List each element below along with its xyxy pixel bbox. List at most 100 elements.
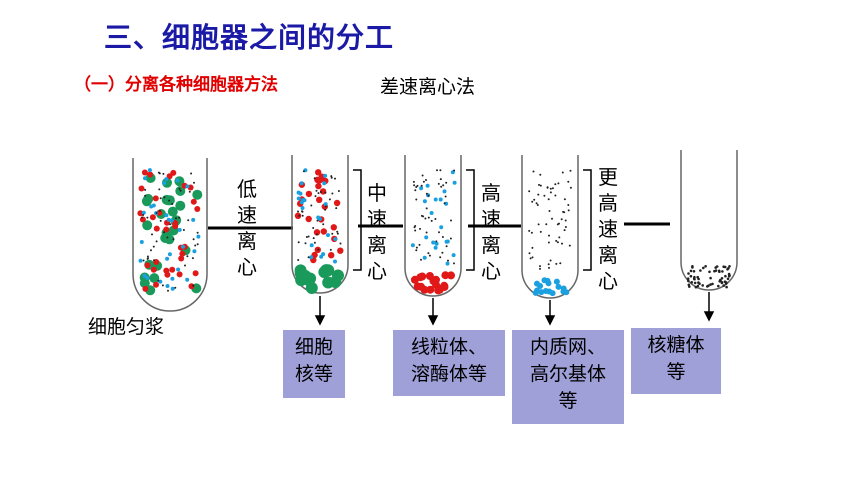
mitochondria-pellet-particle [432,275,440,284]
ribosome-particle [328,198,331,201]
ribosome-particle [307,256,310,259]
ribosome-particle [187,219,190,222]
er-particle [176,267,181,272]
mitochondria-particle [156,209,163,216]
ribosome-pellet-particle [713,269,716,273]
ribosome-particle [554,194,557,197]
er-particle [439,225,444,230]
ribosome-pellet-particle [708,270,711,274]
ribosome-particle [564,226,567,228]
mitochondria-particle [144,262,151,269]
mitochondria-particle [316,196,323,203]
arrow-head [544,315,556,326]
ribosome-particle [142,259,145,262]
ribosome-particle [561,242,563,245]
er-particle [149,204,154,209]
ribosome-particle [188,190,191,193]
er-particle [166,217,171,222]
er-particle [429,211,434,215]
ribosome-pellet-particle [687,283,691,287]
ribosome-particle [415,249,418,252]
ribosome-particle [558,236,561,239]
ribosome-particle [563,211,566,214]
mitochondria-pellet-particle [441,271,450,280]
ribosome-particle [539,267,541,270]
section-subtitle: （一）分离各种细胞器方法 [74,75,278,95]
mitochondria-particle [316,177,323,184]
ribosome-particle [531,246,534,249]
er-pellet-particle [537,283,544,289]
ribosome-pellet-particle [717,284,720,288]
mitochondria-particle [172,223,179,230]
mitochondria-particle [166,173,173,180]
ribosome-particle [336,232,339,235]
ribosome-particle [159,219,162,222]
ribosome-particle [174,286,177,289]
er-particle [309,243,314,248]
ribosome-particle [421,174,424,177]
er-particle [323,202,328,207]
nucleus-particle [149,273,160,284]
ribosome-particle [194,244,197,247]
er-pellet-particle [541,277,548,284]
ribosome-particle [179,189,182,192]
mitochondria-particle [333,199,341,207]
ribosome-pellet-particle [702,266,705,270]
ribosome-pellet-particle [720,277,724,280]
er-pellet-particle [553,278,560,285]
ribosome-particle [324,191,327,194]
er-particle [410,243,415,248]
ribosome-particle [336,230,339,233]
er-particle [167,252,172,257]
mitochondria-pellet-particle [426,285,435,294]
er-particle [299,181,304,186]
ribosome-particle [302,170,305,173]
ribosome-particle [557,182,560,185]
ribosome-particle [539,230,542,233]
ribosome-particle [427,216,430,219]
mitochondria-particle [194,206,201,212]
ribosome-particle [419,227,421,230]
mitochondria-particle [147,171,154,178]
mitochondria-particle [337,247,344,254]
ribosome-particle [439,256,442,259]
ribosome-particle [445,245,448,248]
er-particle [191,217,196,222]
mitochondria-particle [164,271,171,278]
nucleus-pellet-particle [299,269,312,282]
nucleus-particle [142,220,153,231]
er-particle [170,286,175,291]
test-tube-5 [680,150,738,291]
ribosome-particle [546,186,549,189]
ribosome-particle [449,237,452,240]
ribosome-particle [337,190,340,192]
er-particle [139,240,144,244]
mitochondria-particle [163,226,170,233]
ribosome-particle [415,246,418,249]
mitochondria-particle [138,185,145,192]
ribosome-particle [172,238,175,241]
ribosome-pellet-particle [689,269,693,273]
ribosome-particle [413,184,416,187]
ribosome-pellet-particle [720,281,724,284]
ribosome-particle [146,216,149,219]
ribosome-particle [440,185,443,188]
ribosome-particle [569,186,572,189]
er-particle [185,277,190,282]
ribosome-particle [317,192,320,195]
ribosome-particle [305,236,308,238]
ribosome-particle [316,219,319,222]
mitochondria-particle [328,252,335,259]
ribosome-particle [166,236,169,239]
ribosome-particle [144,194,147,197]
er-particle [164,213,169,218]
ribosome-particle [436,169,438,172]
result-box-er-golgi: 内质网、高尔基体等 [512,330,624,424]
ribosome-particle [528,190,531,193]
er-particle [431,240,436,245]
er-particle [181,244,185,249]
step-label-high-speed: 高速离心 [481,181,501,283]
ribosome-particle [184,264,186,267]
ribosome-particle [447,259,449,262]
